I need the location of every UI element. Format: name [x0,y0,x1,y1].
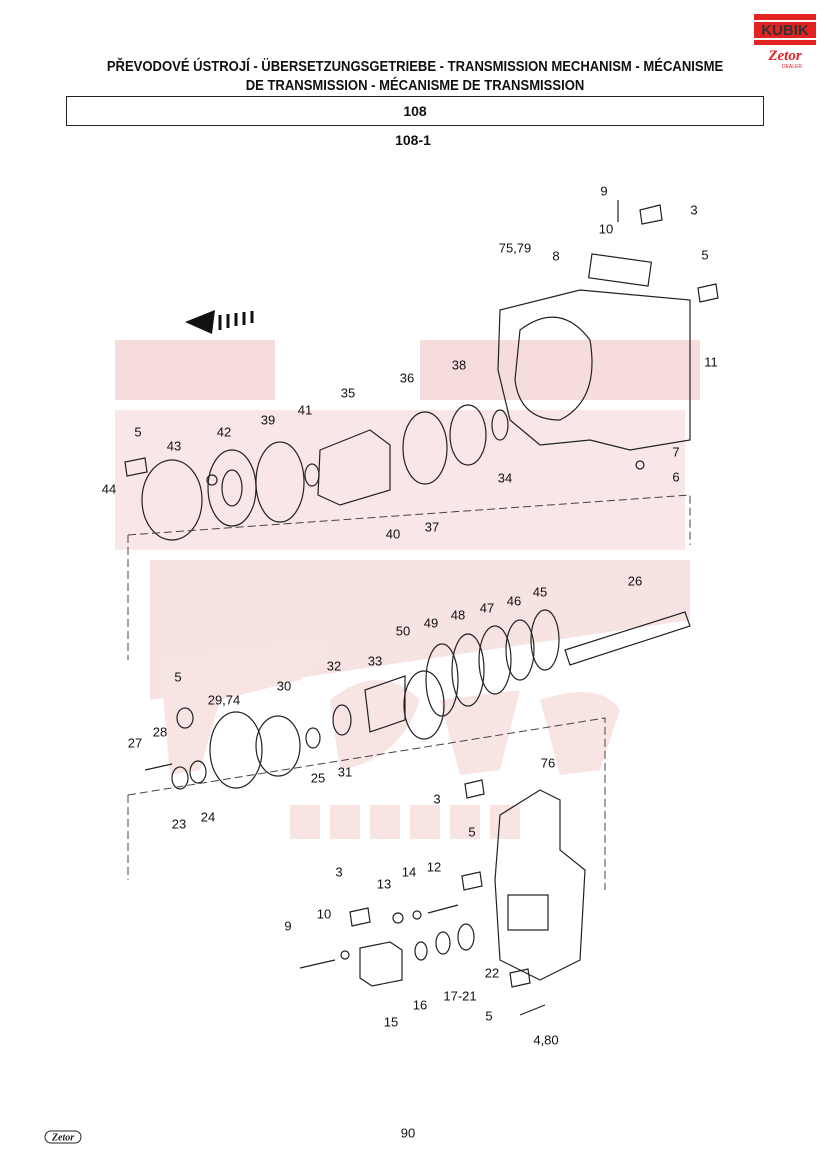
part-label: 10 [316,906,332,922]
part-label: 75,79 [498,240,532,256]
svg-text:Zetor: Zetor [51,1133,74,1144]
part-label: 8 [552,248,560,264]
zetor-footer-logo: Zetor [44,1130,82,1144]
part-label: 38 [451,357,467,373]
part-76-cover [494,789,586,981]
watermark-script-shape [160,640,620,775]
part-label: 15 [383,1014,399,1030]
part-label: 35 [340,385,356,401]
part-26-shaft [564,611,691,666]
part-label: 37 [424,519,440,535]
svg-text:DEALER: DEALER [782,64,802,70]
subsection-number: 108-1 [395,132,431,148]
page-title: PŘEVODOVÉ ÚSTROJÍ - ÜBERSETZUNGSGETRIEBE… [106,59,724,94]
part-label: 41 [297,402,313,418]
part-label: 27 [127,735,143,751]
part-label: 24 [200,809,216,825]
part-35-carrier [317,429,391,506]
part-label: 23 [171,816,187,832]
part-label: 39 [260,412,276,428]
transmission-housing [497,289,691,451]
watermark-dealer-shape [290,805,520,839]
part-label: 42 [216,424,232,440]
part-label: 16 [412,997,428,1013]
part-label: 5 [174,669,182,685]
part-label: 40 [385,526,401,542]
part-label: 4,80 [533,1032,559,1048]
part-29-gear [209,711,263,789]
watermark [115,340,700,839]
part-label: 25 [310,770,326,786]
part-33-spring [364,675,406,733]
part-label: 9 [600,183,608,199]
part-label: 36 [399,370,415,386]
part-label: 47 [479,600,495,616]
part-39-ring [255,441,305,523]
svg-text:Zetor: Zetor [767,48,801,64]
part-label: 12 [426,859,442,875]
part-label: 34 [497,470,513,486]
part-label: 5 [485,1008,493,1024]
kubik-zetor-logo: KUBIK Zetor DEALER [754,14,816,70]
part-label: 5 [468,824,476,840]
part-label: 11 [704,354,718,370]
part-label: 30 [276,678,292,694]
part-36-ring [402,411,448,485]
part-38-snapring [449,404,487,466]
part-label: 76 [540,755,556,771]
part-label: 10 [598,221,614,237]
part-label: 43 [166,438,182,454]
part-label: 29,74 [207,692,241,708]
part-label: 28 [152,724,168,740]
part-label: 17-21 [443,988,477,1004]
direction-arrow-icon [185,310,254,334]
page-number: 90 [400,1125,416,1141]
part-label: 3 [335,864,343,880]
part-label: 3 [433,791,441,807]
part-label: 6 [672,469,680,485]
part-label: 14 [401,864,417,880]
part-label: 32 [326,658,342,674]
part-label: 5 [134,424,142,440]
part-43-plate [141,459,203,541]
part-30-hub [255,715,301,777]
part-label: 45 [532,584,548,600]
part-label: 49 [423,615,439,631]
part-34-bearing [491,409,509,441]
part-label: 50 [395,623,411,639]
part-label: 46 [506,593,522,609]
part-label: 48 [450,607,466,623]
section-number: 108 [403,103,427,119]
part-label: 5 [701,247,709,263]
part-label: 22 [484,965,500,981]
part-label: 31 [337,764,353,780]
part-label: 13 [376,876,392,892]
part-label: 33 [367,653,383,669]
part-label: 3 [690,202,698,218]
part-label: 7 [672,444,680,460]
svg-text:KUBIK: KUBIK [761,22,809,39]
part-label: 9 [284,918,292,934]
part-label: 26 [627,573,643,589]
section-number-box: 108 [66,96,764,126]
part-15-flange [359,941,403,987]
part-label: 44 [101,481,117,497]
